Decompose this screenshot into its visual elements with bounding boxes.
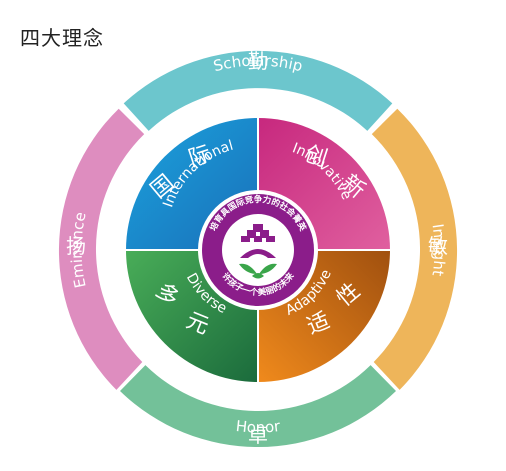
- emblem-logo-icon: [239, 224, 277, 279]
- insight-char: 敏: [428, 234, 448, 258]
- outer-segment-insight: [371, 108, 458, 390]
- scholarship-char: 勤: [248, 49, 268, 73]
- eminence-label: Eminence: [67, 210, 89, 289]
- honor-label: Honor: [235, 417, 282, 437]
- page-title: 四大理念: [20, 26, 104, 50]
- scholarship-label: Scholarship: [212, 52, 305, 76]
- outer-segment-honor: [120, 365, 396, 448]
- honor-char: 卓: [248, 423, 268, 447]
- outer-segment-scholarship: [123, 50, 393, 131]
- eminence-char: 扬: [66, 234, 86, 258]
- outer-segment-eminence: [58, 108, 145, 390]
- school-emblem: 培育具国际竞争力的社会菁英 许孩子一个美丽的未来: [198, 190, 318, 310]
- insight-label: Insight: [428, 223, 448, 278]
